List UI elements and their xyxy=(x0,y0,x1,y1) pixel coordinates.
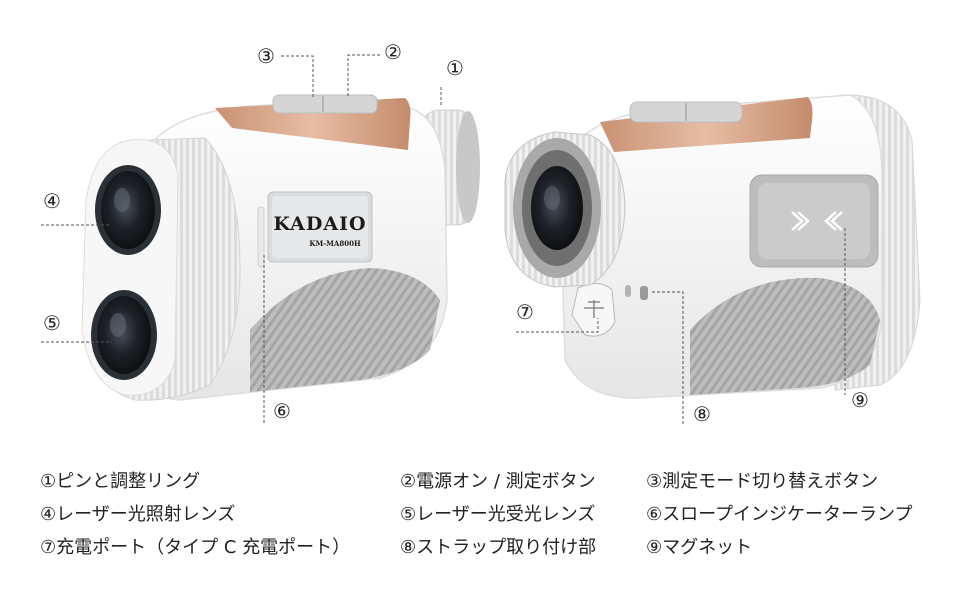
front-grip xyxy=(250,268,440,392)
top-buttons xyxy=(272,94,378,114)
callout-markers: ① ② ③ ④ ⑤ ⑥ ⑦ ⑧ ⑨ xyxy=(43,40,869,426)
leader-line-3 xyxy=(281,55,314,98)
callout-1: ① xyxy=(446,56,464,80)
callout-4: ④ xyxy=(43,189,61,213)
copper-strip-rear xyxy=(600,97,813,152)
callout-3: ③ xyxy=(257,44,275,68)
callout-2: ② xyxy=(384,40,402,64)
top-buttons-rear xyxy=(629,101,743,123)
front-device: KADAIO KM-MA800H xyxy=(81,94,480,401)
slope-indicator-lamp xyxy=(257,206,265,268)
magnet-pad xyxy=(749,174,879,268)
eyepiece xyxy=(504,131,626,288)
callout-5: ⑤ xyxy=(43,311,61,335)
rear-device xyxy=(504,94,921,399)
callout-6: ⑥ xyxy=(273,399,291,423)
callout-7: ⑦ xyxy=(516,300,534,324)
logo-plate: KADAIO KM-MA800H xyxy=(267,191,373,263)
leader-line-8 xyxy=(652,291,684,425)
brand-logo: KADAIO xyxy=(273,213,366,235)
emitter-lens xyxy=(95,165,161,255)
leader-line-2 xyxy=(347,54,380,98)
callout-9: ⑨ xyxy=(851,388,869,412)
model-label: KM-MA800H xyxy=(309,239,361,248)
strap-slot xyxy=(640,286,648,300)
leader-lines xyxy=(41,54,846,425)
rear-grip xyxy=(690,277,880,395)
callout-8: ⑧ xyxy=(693,402,711,426)
receiver-lens xyxy=(91,290,157,380)
leader-line-7 xyxy=(516,318,599,333)
